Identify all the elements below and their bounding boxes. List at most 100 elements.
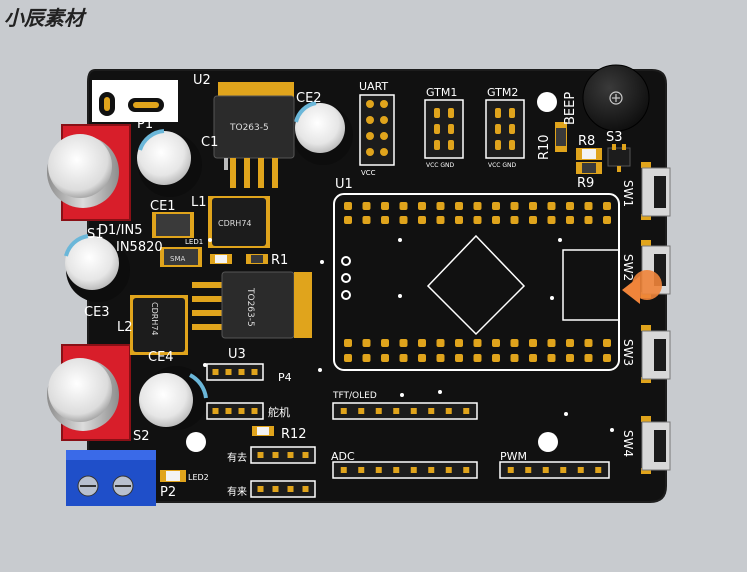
label-led2: LED2 (188, 473, 209, 482)
mcu-pad (473, 339, 482, 347)
mcu-pad (344, 202, 352, 210)
mcu-pad (510, 339, 519, 347)
label-sw1: SW1 (621, 180, 635, 207)
label-l1: L1 (191, 195, 207, 210)
mcu-pad (455, 216, 463, 224)
header-pin (410, 467, 417, 473)
mcu-pad (492, 354, 500, 362)
diode-sma (160, 247, 202, 267)
mcu-pad (455, 354, 463, 362)
mcu-pad (418, 339, 426, 347)
mcu-pad (362, 216, 371, 224)
regulator-u3 (192, 271, 312, 339)
header-pin (560, 467, 567, 473)
header-pin (302, 452, 309, 458)
header-pin (445, 408, 452, 414)
header-pin (595, 467, 602, 473)
u2-marking: TO263-5 (229, 123, 269, 133)
mcu-pad (547, 216, 556, 224)
label-l2: L2 (117, 320, 133, 335)
header-pin (340, 467, 347, 473)
header-pin (445, 467, 452, 473)
label-s3: S3 (606, 130, 623, 145)
mcu-pad (362, 354, 371, 362)
label-beep: BEEP (563, 92, 578, 125)
mcu-pad (381, 339, 389, 347)
mcu-pad (584, 202, 593, 210)
switch-pad (641, 325, 651, 331)
mcu-pad (399, 216, 408, 224)
mcu-pad (584, 216, 593, 224)
mcu-module-u1 (333, 193, 620, 371)
header-pin (257, 486, 264, 492)
switch-button[interactable] (654, 430, 666, 462)
label-p2: P2 (160, 485, 176, 500)
switch-pad (641, 468, 651, 474)
label-u3: U3 (228, 347, 246, 362)
label-ce2: CE2 (296, 91, 322, 106)
mcu-pad-rows (344, 202, 611, 362)
mcu-pad (510, 216, 519, 224)
header-pin (212, 408, 219, 414)
mcu-pad (603, 354, 611, 362)
smd-r8 (576, 148, 602, 160)
smd-led2 (160, 470, 186, 482)
header-pin (410, 408, 417, 414)
mcu-pad (344, 339, 352, 347)
label-adc: ADC (331, 450, 355, 463)
label-gtm1-vcc-gnd: VCC GND (426, 162, 455, 169)
regulator-u2 (213, 82, 295, 188)
mcu-pad (362, 339, 371, 347)
mcu-side-pins (341, 256, 351, 300)
header-servo (206, 402, 264, 420)
mcu-pad (362, 202, 371, 210)
mcu-pad (473, 354, 482, 362)
smd-led1 (210, 254, 232, 264)
mcu-pad (381, 354, 389, 362)
header-pin (463, 467, 470, 473)
mcu-pad (566, 339, 574, 347)
header-pin (251, 408, 258, 414)
header-pin (340, 408, 347, 414)
mcu-pad (510, 202, 519, 210)
mcu-pad (566, 216, 574, 224)
switch-button[interactable] (654, 339, 666, 371)
capacitor-ce4 (139, 366, 208, 430)
header-youlai (250, 480, 316, 498)
header-pwm (499, 461, 610, 479)
header-pin (542, 467, 549, 473)
mounting-hole-2 (538, 432, 558, 452)
header-pin (251, 369, 258, 375)
mcu-pad (455, 202, 463, 210)
label-p4: P4 (278, 371, 292, 384)
header-pin (375, 408, 382, 414)
label-p1: P1 (137, 117, 153, 132)
header-pin (257, 452, 264, 458)
smd-r1 (246, 254, 268, 264)
header-pin (463, 408, 470, 414)
label-vcc: VCC (361, 169, 376, 177)
transistor-s3 (607, 144, 631, 172)
mcu-pad (436, 216, 445, 224)
header-pin (358, 467, 365, 473)
switch-button[interactable] (654, 176, 666, 208)
label-ce1: CE1 (150, 199, 176, 214)
label-gtm2-vcc-gnd: VCC GND (488, 162, 517, 169)
switch-pad (641, 162, 651, 168)
label-uart: UART (359, 80, 388, 93)
label-ce3: CE3 (84, 305, 110, 320)
header-pin (525, 467, 532, 473)
label-sw3: SW3 (621, 339, 635, 366)
label-r8: R8 (578, 134, 595, 149)
switch-pad (641, 416, 651, 422)
mcu-pad (492, 216, 500, 224)
watermark-text: 小辰素材 (4, 6, 84, 30)
label-sw2: SW2 (621, 254, 635, 281)
uart-header (359, 94, 395, 166)
mcu-pad (492, 339, 500, 347)
header-pin (238, 408, 245, 414)
header-pin (428, 467, 435, 473)
inductor-l2 (130, 295, 188, 355)
mcu-pad (418, 216, 426, 224)
capacitor-ce2 (293, 101, 353, 165)
